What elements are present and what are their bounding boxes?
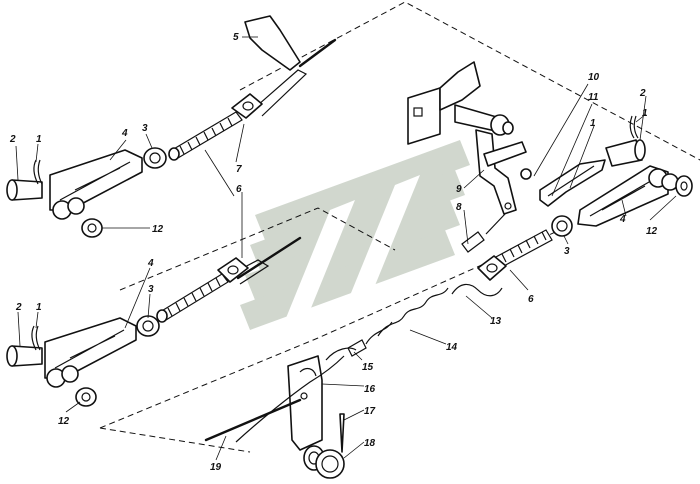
- clevis-assembly-bottom-left: [6, 315, 160, 407]
- bracket-10-11: [539, 159, 606, 207]
- callout-2-bottom-left: 2: [15, 302, 22, 313]
- callout-3-bottom-left: 3: [148, 284, 154, 295]
- callout-5: 5: [233, 32, 239, 43]
- callout-12-bottom-left: 12: [58, 416, 70, 427]
- leader-lines: [15, 36, 677, 461]
- callout-18: 18: [364, 438, 376, 449]
- callout-3-top-left: 3: [142, 123, 148, 134]
- cotter-pin-1-right: [629, 115, 639, 139]
- callout-11: 11: [588, 92, 599, 103]
- callout-13: 13: [490, 316, 502, 327]
- pedal-bracket-assembly: [204, 347, 357, 479]
- washer-18: [315, 449, 345, 479]
- lower-right-rod-assembly: [347, 229, 553, 357]
- callout-1-right: 1: [642, 108, 648, 119]
- callout-6-upper: 6: [236, 184, 242, 195]
- center-bracket-assembly: [407, 61, 527, 253]
- callout-4-top-left: 4: [121, 128, 128, 139]
- spring-14: [377, 287, 449, 337]
- nut-3-top: [143, 147, 167, 169]
- nut-3-bottom: [136, 315, 160, 337]
- callout-2-top-left: 2: [9, 134, 16, 145]
- callout-10: 10: [588, 72, 600, 83]
- callout-1-bottom-left: 1: [36, 302, 42, 313]
- callout-19: 19: [210, 462, 222, 473]
- callout-6-right: 6: [528, 294, 534, 305]
- rod-19: [204, 398, 302, 442]
- cotter-pin-1-top: [33, 159, 43, 185]
- bracket-5: [244, 15, 301, 71]
- callout-9: 9: [456, 184, 462, 195]
- clevis-4-right: [577, 165, 669, 227]
- callout-15: 15: [362, 362, 374, 373]
- callout-1-right-center: 1: [590, 118, 596, 129]
- callout-4-right: 4: [619, 214, 626, 225]
- lever-9: [475, 129, 517, 215]
- watermark-logo: [240, 140, 470, 345]
- callout-2-right: 2: [639, 88, 646, 99]
- spring-8: [461, 231, 485, 253]
- callout-8: 8: [456, 202, 462, 213]
- callout-4-bottom-left: 4: [147, 258, 154, 269]
- upper-rod-assembly: [168, 15, 337, 161]
- callout-3-right: 3: [564, 246, 570, 257]
- clevis-assembly-top-left: [6, 147, 167, 238]
- callout-7: 7: [236, 164, 242, 175]
- callout-12-top-left: 12: [152, 224, 164, 235]
- middle-rod-assembly: [156, 236, 302, 323]
- washer-12-top: [81, 218, 103, 238]
- washer-12-right: [675, 175, 693, 197]
- callout-17: 17: [364, 406, 376, 417]
- mounting-bracket: [407, 87, 441, 145]
- callout-12-right: 12: [646, 226, 658, 237]
- washer-12-bottom: [75, 387, 97, 407]
- cotter-pin-1-bottom: [31, 325, 41, 351]
- callout-14: 14: [446, 342, 458, 353]
- callout-labels: 1 2 4 3 12 5 6 7 1 2 4 3 12 8 9 10 11 1 …: [9, 32, 658, 473]
- callout-16: 16: [364, 384, 376, 395]
- cotter-pin-17: [339, 413, 345, 453]
- spring-clip-13: [451, 283, 503, 297]
- nut-3-right: [551, 215, 573, 237]
- callout-1-top-left: 1: [36, 134, 42, 145]
- clevis-assembly-right: [520, 115, 693, 237]
